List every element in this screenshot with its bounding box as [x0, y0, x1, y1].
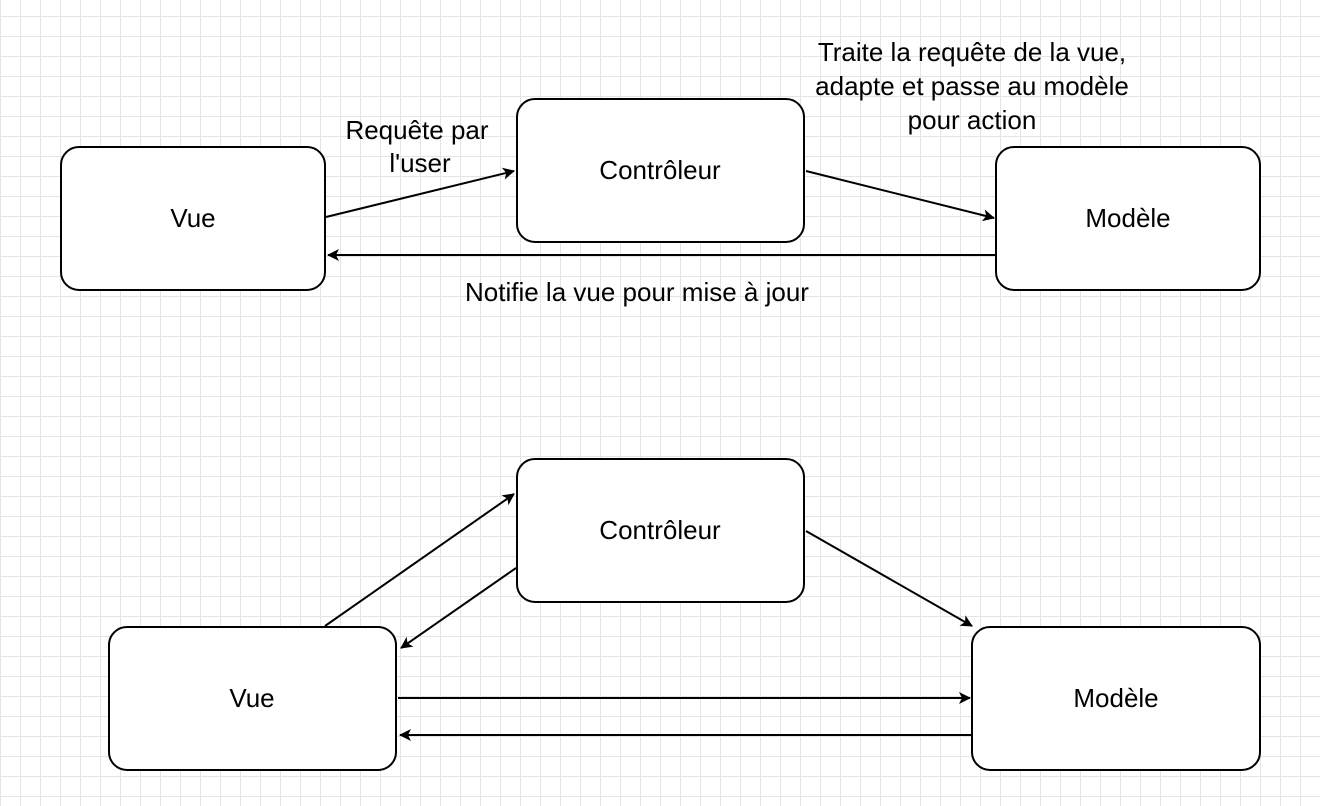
node-controleur-label: Contrôleur — [599, 155, 721, 185]
edge-vue-to-controleur[interactable] — [325, 167, 515, 218]
node-vue[interactable]: Vue — [60, 146, 326, 291]
node-modele[interactable]: Modèle — [995, 146, 1261, 291]
edge2-controleur-to-modele[interactable] — [805, 530, 973, 627]
edge-controleur-to-modele[interactable] — [805, 170, 995, 222]
label-process-line2: adapte et passe au modèle — [815, 71, 1129, 101]
diagram-1: Vue Contrôleur Modèle Requête par l'user… — [60, 37, 1261, 307]
node2-vue[interactable]: Vue — [108, 626, 397, 771]
label-process-line3: pour action — [908, 105, 1037, 135]
label-process-line1: Traite la requête de la vue, — [818, 37, 1126, 67]
node2-controleur-label: Contrôleur — [599, 515, 721, 545]
edge2-vue-to-controleur[interactable] — [324, 493, 515, 627]
node-modele-label: Modèle — [1085, 203, 1170, 233]
diagram-2: Vue Contrôleur Modèle — [108, 458, 1261, 771]
label-notify: Notifie la vue pour mise à jour — [465, 277, 809, 307]
edge2-controleur-to-vue[interactable] — [400, 567, 517, 649]
node2-vue-label: Vue — [229, 683, 274, 713]
label-request-line1: Requête par — [345, 115, 488, 145]
node-vue-label: Vue — [170, 203, 215, 233]
label-request-line2: l'user — [389, 148, 451, 178]
node2-controleur[interactable]: Contrôleur — [516, 458, 805, 603]
node-controleur[interactable]: Contrôleur — [516, 98, 805, 243]
node2-modele-label: Modèle — [1073, 683, 1158, 713]
node2-modele[interactable]: Modèle — [971, 626, 1261, 771]
